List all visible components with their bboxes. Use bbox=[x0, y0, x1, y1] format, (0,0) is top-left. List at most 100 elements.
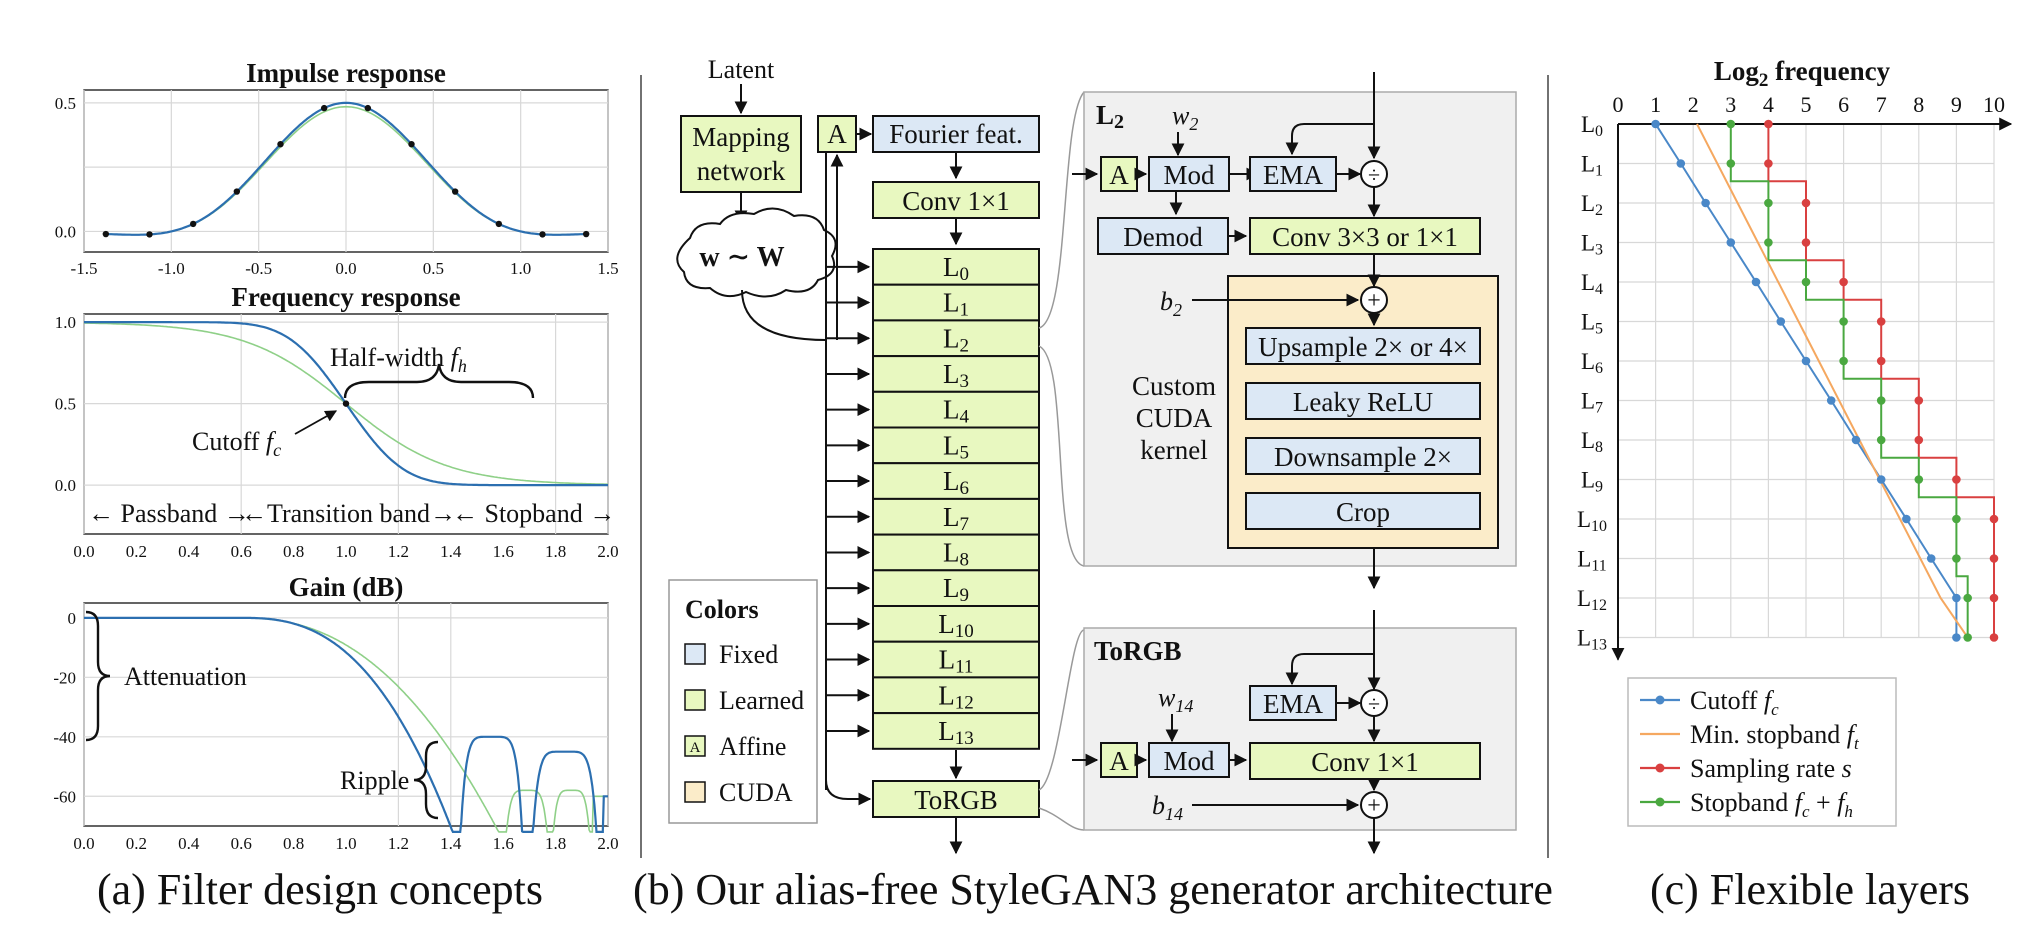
sampling-rate-point bbox=[1801, 238, 1811, 247]
stopband-point bbox=[1726, 159, 1736, 168]
layer-box bbox=[872, 497, 1040, 536]
freq-cutoff-point bbox=[342, 400, 350, 407]
legend-affine-glyph: A bbox=[690, 740, 701, 756]
l2-ema-label: EMA bbox=[1263, 160, 1324, 190]
cutoff-point bbox=[1701, 198, 1710, 208]
w-to-torgb-arrow bbox=[825, 779, 872, 806]
flex-legend: Cutoff fc Min. stopband ft Sampling rate… bbox=[1627, 677, 1897, 827]
sampling-rate-point bbox=[1839, 277, 1848, 287]
layer-box bbox=[872, 248, 1040, 286]
flex-layer-label: L3 bbox=[1581, 231, 1603, 259]
impulse-curve bbox=[105, 101, 587, 236]
torgb-div-glyph: ÷ bbox=[1368, 691, 1380, 716]
l2-ema-feed bbox=[1285, 123, 1374, 156]
torgb-affine-label: A bbox=[1109, 746, 1129, 776]
legend-learned: Learned bbox=[719, 686, 804, 715]
gain-y-tick: -40 bbox=[53, 728, 76, 747]
relu-label: Leaky ReLU bbox=[1293, 387, 1433, 417]
freq-y-tick: 1.0 bbox=[55, 313, 76, 332]
flex-layer-label: L4 bbox=[1581, 270, 1603, 298]
panel-b: Latent Mapping network w ∼ W A Fourier f… bbox=[633, 55, 1553, 914]
l2-affine-box bbox=[1100, 156, 1138, 192]
freq-y-tick: 0.0 bbox=[55, 476, 76, 495]
flex-layer-label: L8 bbox=[1581, 428, 1603, 456]
flex-x-tick: 0 bbox=[1613, 92, 1624, 117]
legend-swatch-affine bbox=[684, 735, 706, 757]
mapping-label-2: network bbox=[697, 156, 786, 186]
color-legend: Colors Fixed Learned A Affine CUDA bbox=[668, 579, 818, 824]
flex-x-tick: 8 bbox=[1913, 92, 1924, 117]
layer-box bbox=[872, 569, 1040, 607]
freq-x-tick: 2.0 bbox=[597, 542, 618, 561]
panel-c-title: Log2 frequency bbox=[1714, 56, 1891, 91]
cutoff-point bbox=[1902, 514, 1911, 524]
cutoff-point bbox=[1776, 317, 1786, 326]
half-width-brace bbox=[343, 363, 535, 399]
stopband-point bbox=[1952, 514, 1961, 524]
sampling-rate-point bbox=[1952, 475, 1961, 484]
impulse-x-tick: 0.0 bbox=[335, 259, 356, 278]
impulse-x-tick: -1.0 bbox=[158, 259, 185, 278]
gain-x-tick: 0.4 bbox=[178, 834, 200, 853]
l2-demod-label: Demod bbox=[1123, 222, 1203, 252]
downsample-label: Downsample 2× bbox=[1274, 442, 1452, 472]
flex-x-tick: 6 bbox=[1838, 92, 1849, 117]
cutoff-point bbox=[1851, 435, 1861, 445]
l2-conv-box bbox=[1249, 217, 1481, 255]
cuda-label-3: kernel bbox=[1140, 435, 1207, 465]
freq-x-tick: 1.8 bbox=[545, 542, 566, 561]
legend-affine: Affine bbox=[719, 732, 786, 761]
affine-top-box bbox=[817, 115, 857, 153]
torgb-conv-box bbox=[1249, 742, 1481, 780]
upsample-label: Upsample 2× or 4× bbox=[1258, 332, 1468, 362]
impulse-sample-point bbox=[582, 230, 590, 238]
torgb-ema-label: EMA bbox=[1263, 689, 1324, 719]
impulse-sample-point bbox=[364, 104, 372, 112]
flex-x-tick: 9 bbox=[1951, 92, 1962, 117]
l2-mod-box bbox=[1148, 156, 1230, 192]
cuda-label-1: Custom bbox=[1132, 371, 1216, 401]
torgb-connector-bottom bbox=[1038, 807, 1085, 831]
cutoff-line bbox=[1654, 123, 1958, 638]
flex-layer-label: L10 bbox=[1577, 507, 1607, 535]
flex-x-tick: 4 bbox=[1763, 92, 1774, 117]
flex-x-tick: 2 bbox=[1688, 92, 1699, 117]
sampling-rate-point bbox=[1989, 514, 1999, 524]
impulse-sample-point bbox=[233, 188, 241, 195]
cutoff-point bbox=[1751, 277, 1761, 287]
sampling-rate-point bbox=[1764, 119, 1773, 129]
caption-c: (c) Flexible layers bbox=[1650, 865, 1970, 914]
gain-x-tick: 1.0 bbox=[335, 834, 356, 853]
stopband-point bbox=[1914, 475, 1924, 484]
cutoff-point bbox=[1826, 396, 1836, 405]
flex-layer-label: L6 bbox=[1581, 349, 1603, 377]
flex-x-tick: 1 bbox=[1650, 92, 1661, 117]
stopband-point bbox=[1952, 554, 1961, 563]
cutoff-point bbox=[1726, 238, 1736, 247]
freq-x-tick: 1.0 bbox=[335, 542, 356, 561]
gain-x-tick: 0.6 bbox=[231, 834, 252, 853]
flex-x-tick: 3 bbox=[1725, 92, 1736, 117]
torgb-mod-label: Mod bbox=[1163, 746, 1215, 776]
gain-y-tick: 0 bbox=[68, 609, 77, 628]
torgb-ema-feed bbox=[1285, 653, 1374, 686]
passband-label: ← Passband → bbox=[88, 499, 250, 528]
crop-label: Crop bbox=[1336, 497, 1390, 527]
cuda-label-2: CUDA bbox=[1136, 403, 1213, 433]
gain-x-tick: 0.8 bbox=[283, 834, 304, 853]
impulse-sample-point bbox=[277, 140, 284, 148]
stopband-point bbox=[1963, 633, 1972, 642]
layer-box bbox=[872, 426, 1040, 465]
flex-layer-label: L5 bbox=[1581, 310, 1603, 338]
impulse-x-tick: 1.5 bbox=[597, 259, 618, 278]
impulse-sample-point bbox=[189, 220, 197, 228]
cutoff-point bbox=[1651, 119, 1660, 129]
torgb-detail-panel: ToRGB EMA ÷ w14 A Mod Conv 1×1 b14 + bbox=[1072, 610, 1517, 855]
layer-box bbox=[872, 355, 1040, 393]
layer-box bbox=[872, 283, 1040, 322]
stopband-point bbox=[1764, 198, 1773, 208]
